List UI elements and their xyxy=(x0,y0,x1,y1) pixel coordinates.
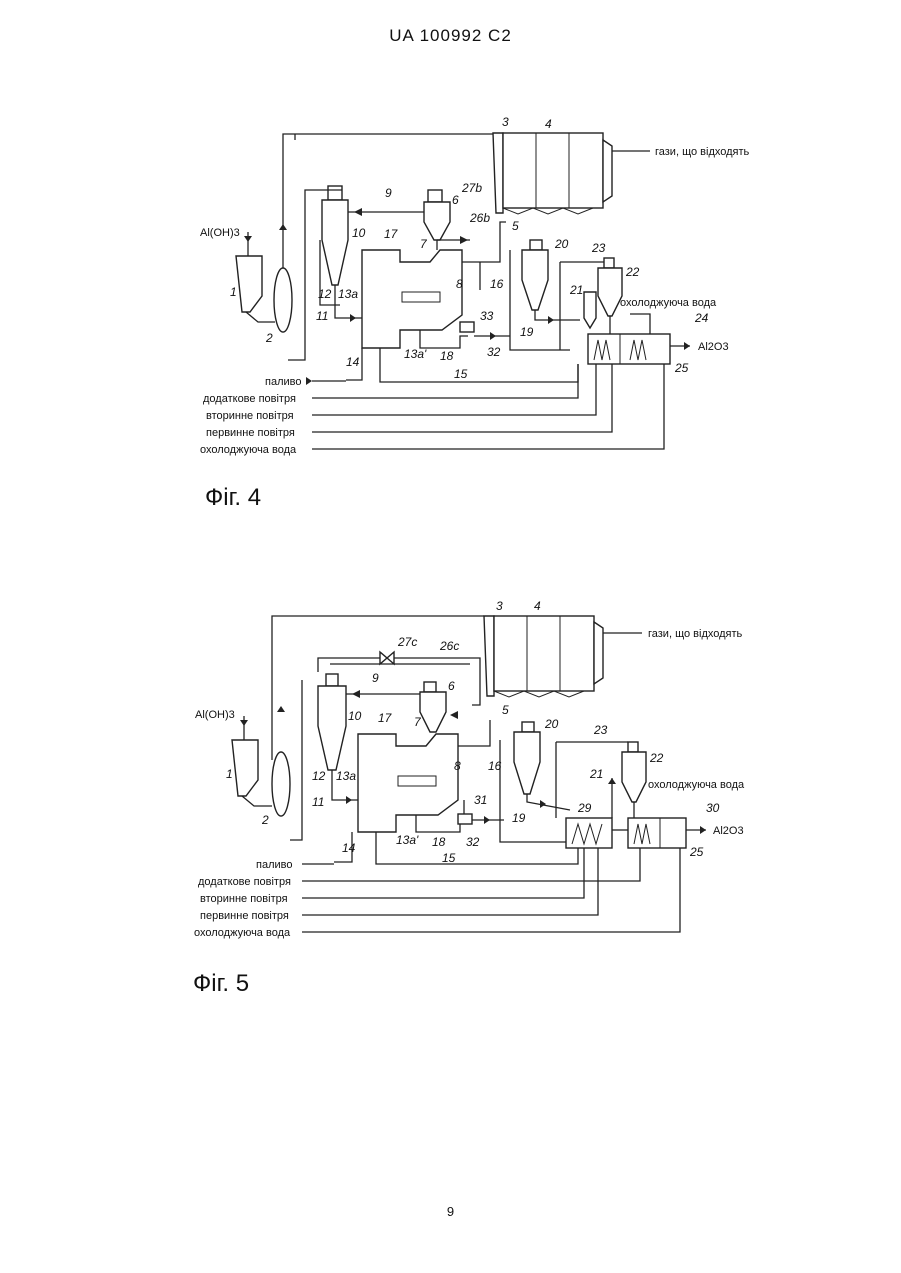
fig5-feed-label: Al(OH)3 xyxy=(195,709,235,721)
figure-5-diagram: гази, що відходять Al(OH)3 Al2O3 охолодж… xyxy=(0,0,901,980)
fig5-num-16: 16 xyxy=(488,759,502,773)
fig5-secondary-air: вторинне повітря xyxy=(200,893,288,905)
figure-5-caption: Фіг. 5 xyxy=(193,970,249,998)
cyclone-6-fig5 xyxy=(420,682,446,732)
fig5-num-12: 12 xyxy=(312,769,326,783)
fig5-num-3: 3 xyxy=(496,599,503,613)
fig5-cooling-water-top: охолоджуюча вода xyxy=(648,779,745,791)
precipitator-4-fig5 xyxy=(484,616,642,697)
fig5-num-30: 30 xyxy=(706,801,720,815)
reactor-8-fig5 xyxy=(358,734,458,832)
fig5-num-20: 20 xyxy=(544,717,559,731)
page-number: 9 xyxy=(0,1204,901,1219)
fig5-num-23: 23 xyxy=(593,723,608,737)
fig5-num-22: 22 xyxy=(649,751,664,765)
fig5-num-18: 18 xyxy=(432,835,446,849)
fig5-num-6: 6 xyxy=(448,679,455,693)
fig5-num-13a-prime: 13a' xyxy=(396,833,419,847)
hopper-1-fig5 xyxy=(232,740,258,796)
fig5-num-1: 1 xyxy=(226,767,233,781)
fig5-num-9: 9 xyxy=(372,671,379,685)
cooler-29 xyxy=(566,818,612,848)
fig5-product-label: Al2O3 xyxy=(713,825,744,837)
fig5-num-4: 4 xyxy=(534,599,541,613)
fig5-cooling-water: охолоджуюча вода xyxy=(194,927,291,939)
fig5-num-7: 7 xyxy=(414,715,422,729)
fig5-num-5: 5 xyxy=(502,703,509,717)
fig5-num-29: 29 xyxy=(577,801,592,815)
fig5-num-27c: 27c xyxy=(397,635,417,649)
fig5-num-15: 15 xyxy=(442,851,456,865)
fig5-num-26c: 26c xyxy=(439,639,459,653)
fig5-num-17: 17 xyxy=(378,711,393,725)
fig5-num-19: 19 xyxy=(512,811,526,825)
venturi-2-fig5 xyxy=(272,752,290,816)
fig5-exhaust-label: гази, що відходять xyxy=(648,628,743,640)
fig5-additional-air: додаткове повітря xyxy=(198,876,291,888)
fig5-num-31: 31 xyxy=(474,793,487,807)
fig5-num-8: 8 xyxy=(454,759,461,773)
fig5-num-2: 2 xyxy=(261,813,269,827)
cyclone-22-fig5 xyxy=(622,742,646,802)
fig5-num-14: 14 xyxy=(342,841,356,855)
fig5-primary-air: первинне повітря xyxy=(200,910,289,922)
cyclone-20-fig5 xyxy=(514,722,540,794)
fig5-num-25: 25 xyxy=(689,845,704,859)
fig5-num-10: 10 xyxy=(348,709,362,723)
fig5-num-32: 32 xyxy=(466,835,480,849)
fig5-num-13a: 13a xyxy=(336,769,356,783)
cooler-30 xyxy=(628,818,686,848)
cyclone-10-fig5 xyxy=(318,674,346,770)
fig5-fuel-label: паливо xyxy=(256,859,292,871)
fig5-num-11: 11 xyxy=(312,795,324,809)
fig5-num-21: 21 xyxy=(589,767,603,781)
